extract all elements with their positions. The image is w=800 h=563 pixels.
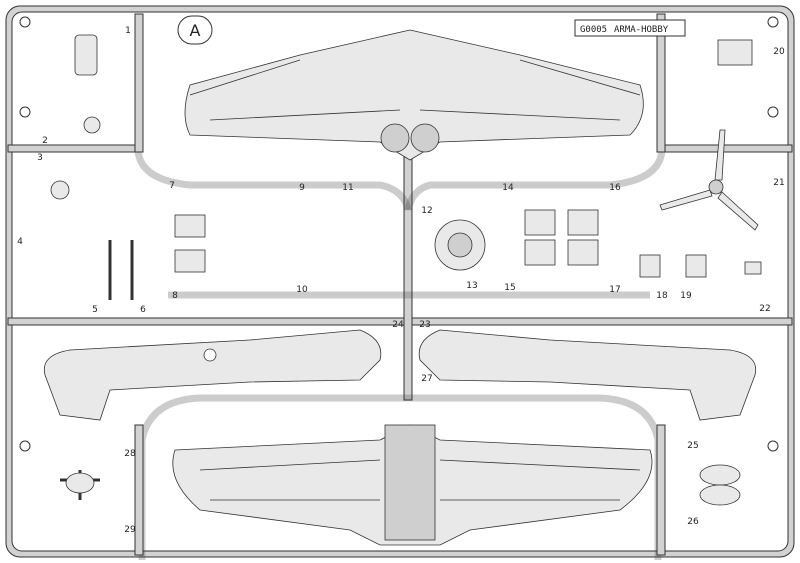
part-number-label: 18 — [656, 291, 668, 301]
part-number-label: 14 — [502, 183, 514, 193]
part-number-label: 27 — [421, 374, 432, 384]
part-number-label: 22 — [759, 304, 770, 314]
part-number-label: 1 — [125, 26, 131, 36]
sprue-letter: A — [190, 21, 201, 40]
landing-gear-part — [60, 240, 741, 506]
part-number-label: 4 — [17, 237, 23, 247]
fuselage-right-part — [418, 329, 757, 421]
part-number-label: 23 — [419, 320, 430, 330]
part-number-label: 12 — [421, 206, 432, 216]
sprue-letter-badge: A — [177, 15, 213, 45]
part-number-label: 29 — [124, 525, 136, 535]
propeller-part — [659, 129, 759, 231]
part-number-label: 28 — [124, 449, 136, 459]
part-number-label: 16 — [609, 183, 621, 193]
sprue-brand: ARMA-HOBBY — [614, 25, 669, 35]
part-number-label: 3 — [37, 153, 43, 163]
wing-upper-part — [184, 29, 644, 161]
sprue-brand-label: G0005 ARMA-HOBBY — [574, 19, 686, 37]
part-number-label: 17 — [609, 285, 620, 295]
part-number-label: 11 — [342, 183, 353, 193]
part-number-label: 24 — [392, 320, 404, 330]
part-number-label: 15 — [504, 283, 515, 293]
wing-lower-part — [172, 424, 653, 546]
part-number-label: 6 — [140, 305, 146, 315]
engine-part — [50, 34, 762, 278]
fuselage-left-part — [43, 329, 382, 421]
part-number-label: 9 — [299, 183, 305, 193]
part-number-label: 5 — [92, 305, 98, 315]
part-number-label: 25 — [687, 441, 698, 451]
part-number-label: 13 — [466, 281, 477, 291]
part-number-label: 19 — [680, 291, 692, 301]
part-number-label: 21 — [773, 178, 784, 188]
part-number-label: 7 — [169, 181, 175, 191]
sprue-frame — [5, 5, 795, 560]
part-number-label: 2 — [42, 136, 48, 146]
part-number-label: 26 — [687, 517, 699, 527]
part-number-label: 20 — [773, 47, 785, 57]
part-number-label: 8 — [172, 291, 178, 301]
sprue-code: G0005 — [580, 25, 607, 35]
part-number-label: 10 — [296, 285, 308, 295]
